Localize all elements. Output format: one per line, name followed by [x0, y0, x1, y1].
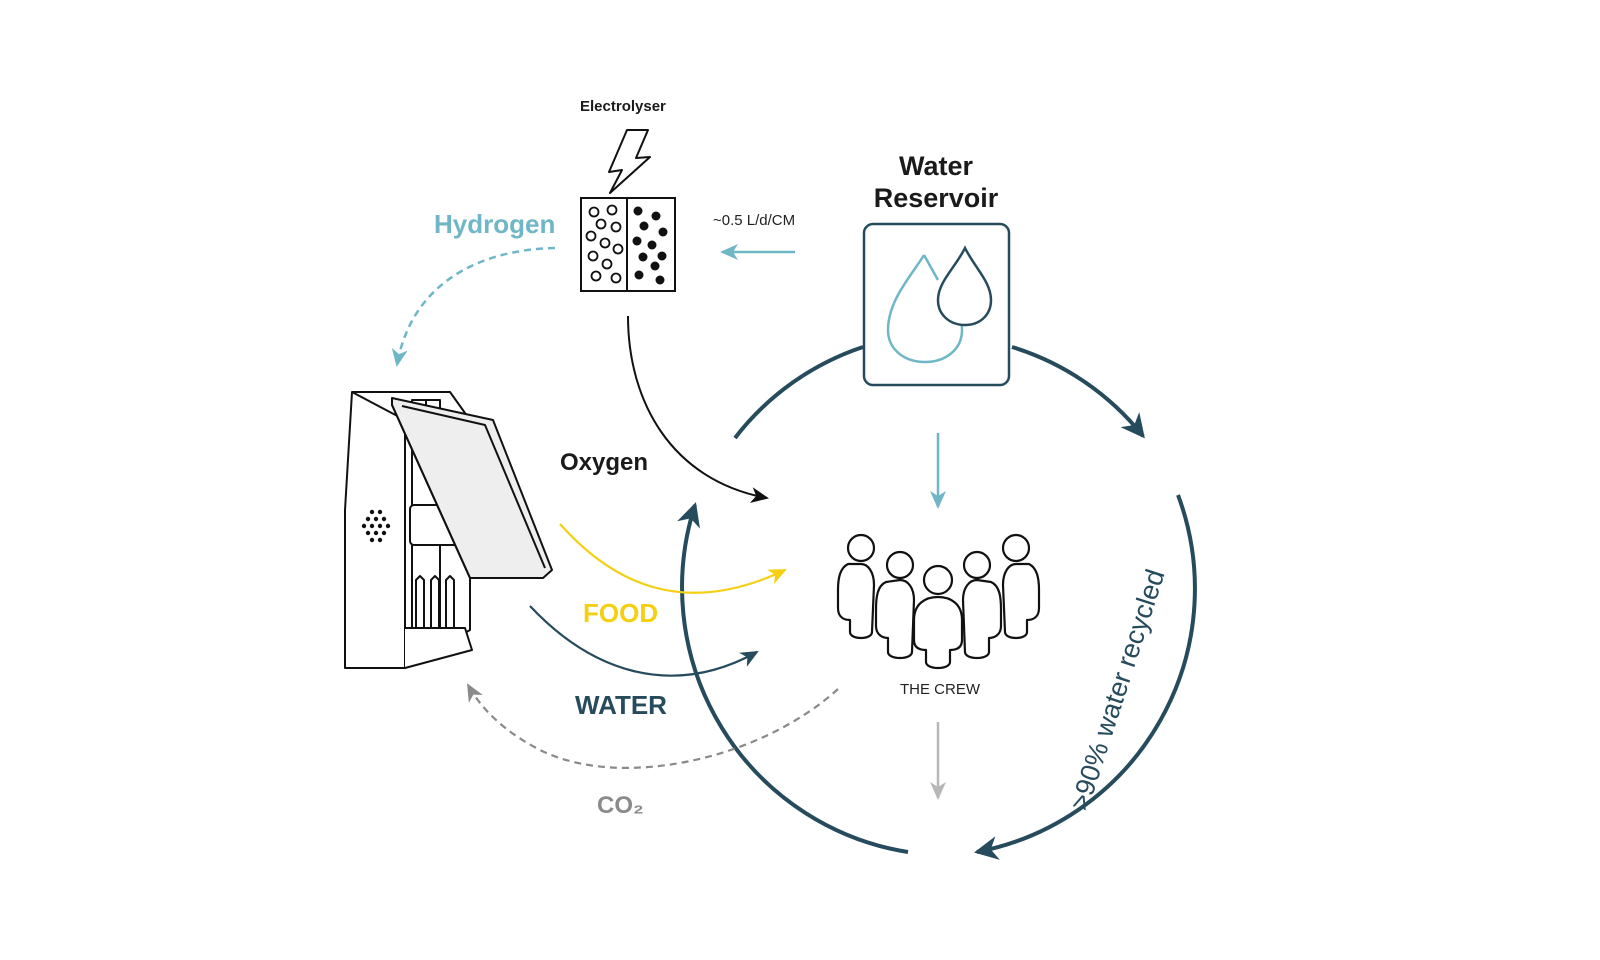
- oxygen-label: Oxygen: [560, 449, 649, 476]
- crew-person: [961, 550, 1003, 660]
- food-label: FOOD: [583, 598, 659, 628]
- crew-person: [1001, 533, 1041, 640]
- co2-label: CO₂: [597, 792, 644, 819]
- recycle-arc-left: [677, 502, 909, 854]
- recycle-arc-top-left: [733, 345, 864, 440]
- water-rate-label: ~0.5 L/d/CM: [713, 212, 796, 229]
- food-arrow: [559, 523, 787, 594]
- co2-arrow: [467, 683, 839, 769]
- lightning-icon: [608, 129, 651, 194]
- oxygen-arrow: [627, 315, 769, 503]
- water-label: WATER: [575, 690, 667, 720]
- water-reservoir-title-line1: Water: [898, 151, 973, 181]
- crew-group-icon: [836, 533, 1041, 670]
- crew-label: THE CREW: [900, 681, 980, 698]
- hydrogen-label: Hydrogen: [434, 209, 556, 239]
- electrolyser-label: Electrolyser: [580, 98, 666, 115]
- water-arrow: [529, 605, 759, 677]
- recycle-arc-top-right: [1011, 345, 1145, 439]
- food-production-machine-icon: [344, 391, 553, 669]
- crew-person: [912, 564, 964, 670]
- recycle-arc-right: [974, 494, 1197, 860]
- hydrogen-arrow: [391, 246, 556, 367]
- water-reservoir-title-line2: Reservoir: [873, 183, 999, 213]
- water-reservoir-title: Water Reservoir: [860, 150, 1012, 214]
- vent-dots-icon: [361, 509, 391, 543]
- crew-person: [874, 550, 916, 660]
- water-reservoir-icon: [862, 222, 1011, 387]
- electrolyser-cell-icon: [580, 197, 676, 292]
- crew-person: [836, 533, 876, 640]
